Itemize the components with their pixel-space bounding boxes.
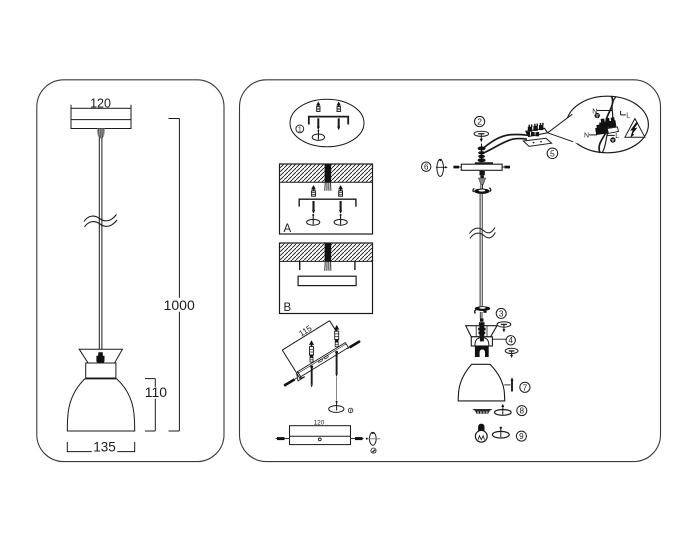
svg-text:5: 5 [550,149,555,159]
svg-text:9: 9 [519,432,524,441]
svg-text:135: 135 [93,439,116,454]
svg-text:3: 3 [499,308,504,318]
svg-text:L: L [615,133,619,140]
svg-text:110: 110 [145,384,168,400]
svg-text:B: B [284,302,292,314]
svg-text:4: 4 [508,336,513,345]
svg-text:A: A [284,223,292,235]
svg-text:1: 1 [298,126,302,133]
svg-text:N: N [584,132,589,139]
svg-text:7: 7 [523,383,528,392]
svg-text:120: 120 [90,96,111,110]
svg-text:L: L [626,113,630,120]
svg-text:2: 2 [477,117,482,127]
svg-text:8: 8 [520,407,525,416]
svg-text:1000: 1000 [164,297,195,313]
svg-text:6: 6 [424,163,429,172]
svg-text:N: N [592,108,597,115]
svg-text:120: 120 [314,420,325,427]
